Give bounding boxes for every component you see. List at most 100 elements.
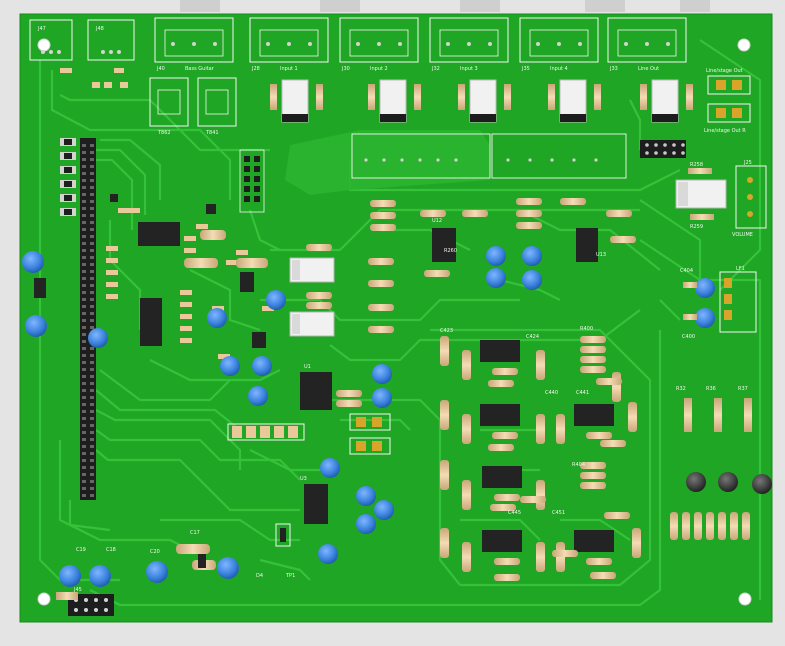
right-vertical-resistors	[684, 398, 752, 432]
label-c451: C451	[552, 510, 565, 516]
jumper-block	[227, 423, 305, 441]
u13: U13	[576, 228, 606, 262]
label-conn_5-name: Input 4	[550, 66, 568, 72]
mounting-holes	[37, 38, 752, 606]
capacitor-16	[356, 486, 376, 506]
header-outlines	[351, 133, 627, 179]
transformer-t841: T841	[197, 77, 237, 136]
left-ic-cluster	[110, 194, 266, 348]
input-relay-3	[458, 79, 511, 123]
label-r32: R32	[676, 386, 686, 392]
led-5	[60, 194, 76, 202]
label-r36: R36	[706, 386, 716, 392]
label-r404: R404	[572, 462, 585, 468]
label-conn_3-name: Input 2	[370, 66, 388, 72]
label-conn_4-name: Input 3	[460, 66, 478, 72]
opamp-4	[482, 530, 522, 565]
label-conn_5: J35	[521, 66, 530, 72]
label-j45: J45	[73, 587, 82, 593]
label-u13: U13	[596, 252, 606, 258]
capacitor-14	[372, 388, 392, 408]
trimpot-1	[686, 472, 706, 492]
bottom-left-header: J45	[68, 587, 114, 616]
label-c423: C423	[440, 328, 453, 334]
mounting-hole-tr	[737, 38, 751, 52]
opamp-1	[480, 340, 520, 375]
line-out-headers: Line/stage Out Line/stage Out R	[704, 68, 751, 134]
label-j47: J47	[37, 26, 46, 32]
input-relay-4	[548, 79, 601, 123]
label-line-out-r: Line/stage Out R	[704, 128, 746, 134]
label-c445: C445	[508, 510, 521, 516]
led-3	[60, 166, 76, 174]
label-u12: U12	[432, 218, 442, 224]
capacitor-1	[22, 251, 44, 273]
capacitor-18	[356, 514, 376, 534]
header-j48: J48	[87, 19, 135, 61]
label-conn_6: J33	[609, 66, 618, 72]
relay-r258: R258 R259	[675, 162, 727, 230]
label-c20: C20	[150, 549, 160, 555]
label-d4: D4	[256, 573, 263, 579]
label-c17: C17	[190, 530, 200, 536]
label-c19: C19	[76, 547, 86, 553]
label-tp1: TP1	[285, 573, 295, 579]
capacitor-10	[522, 246, 542, 266]
mounting-hole-bl	[37, 592, 51, 606]
capacitor-15	[320, 458, 340, 478]
trimpots	[686, 472, 772, 494]
label-r258: R258	[690, 162, 703, 168]
label-c441: C441	[576, 390, 589, 396]
small-smd-top-left	[60, 68, 128, 88]
label-t841: T841	[205, 130, 219, 136]
input-relay-5	[640, 79, 693, 123]
input-connector-6: J33 Line Out	[607, 17, 687, 72]
label-j25: J25	[743, 160, 752, 166]
capacitor-19	[318, 544, 338, 564]
label-c18: C18	[106, 547, 116, 553]
capacitor-11	[486, 268, 506, 288]
led-2	[60, 152, 76, 160]
label-conn_2-name: Input 1	[280, 66, 298, 72]
label-u1: U1	[304, 364, 311, 370]
input-relays	[270, 79, 693, 123]
label-r259: R259	[690, 224, 703, 230]
opamp-6	[574, 530, 614, 565]
capacitor-6	[252, 356, 272, 376]
opamp-5	[574, 404, 614, 439]
mounting-hole-tl	[37, 38, 51, 52]
capacitor-22	[59, 565, 81, 587]
label-line-out: Line/stage Out	[706, 68, 743, 74]
trimpot-3	[752, 474, 772, 494]
capacitor-4	[207, 308, 227, 328]
capacitor-21	[146, 561, 168, 583]
capacitor-23	[89, 565, 111, 587]
input-relay-1	[270, 79, 323, 123]
connector-j25: J25 VOLUME	[732, 160, 767, 238]
opamp-bank	[440, 336, 641, 581]
label-conn_6-name: Line Out	[638, 66, 659, 72]
left-header-strip	[80, 138, 96, 500]
opamp-3	[482, 466, 522, 501]
label-c400: C400	[682, 334, 695, 340]
bottom-smd: C17 C18 C19 C20 TP1 D4	[56, 523, 295, 600]
input-connector-5: J35 Input 4	[519, 17, 599, 72]
middle-relays	[289, 257, 335, 337]
label-u3: U3	[300, 476, 307, 482]
blue-capacitors	[22, 246, 542, 587]
label-r260: R260	[444, 248, 457, 254]
label-conn_3: J30	[341, 66, 350, 72]
label-t862: T862	[157, 130, 171, 136]
center-ic-u1: U1 U3	[300, 364, 332, 524]
trimpot-2	[718, 472, 738, 492]
label-r400: R400	[580, 326, 593, 332]
silk-labels: C423 C424 R400 C440 C441 C445 C451 R404 …	[440, 248, 748, 516]
copper-pour	[285, 130, 490, 195]
capacitor-2	[25, 315, 47, 337]
